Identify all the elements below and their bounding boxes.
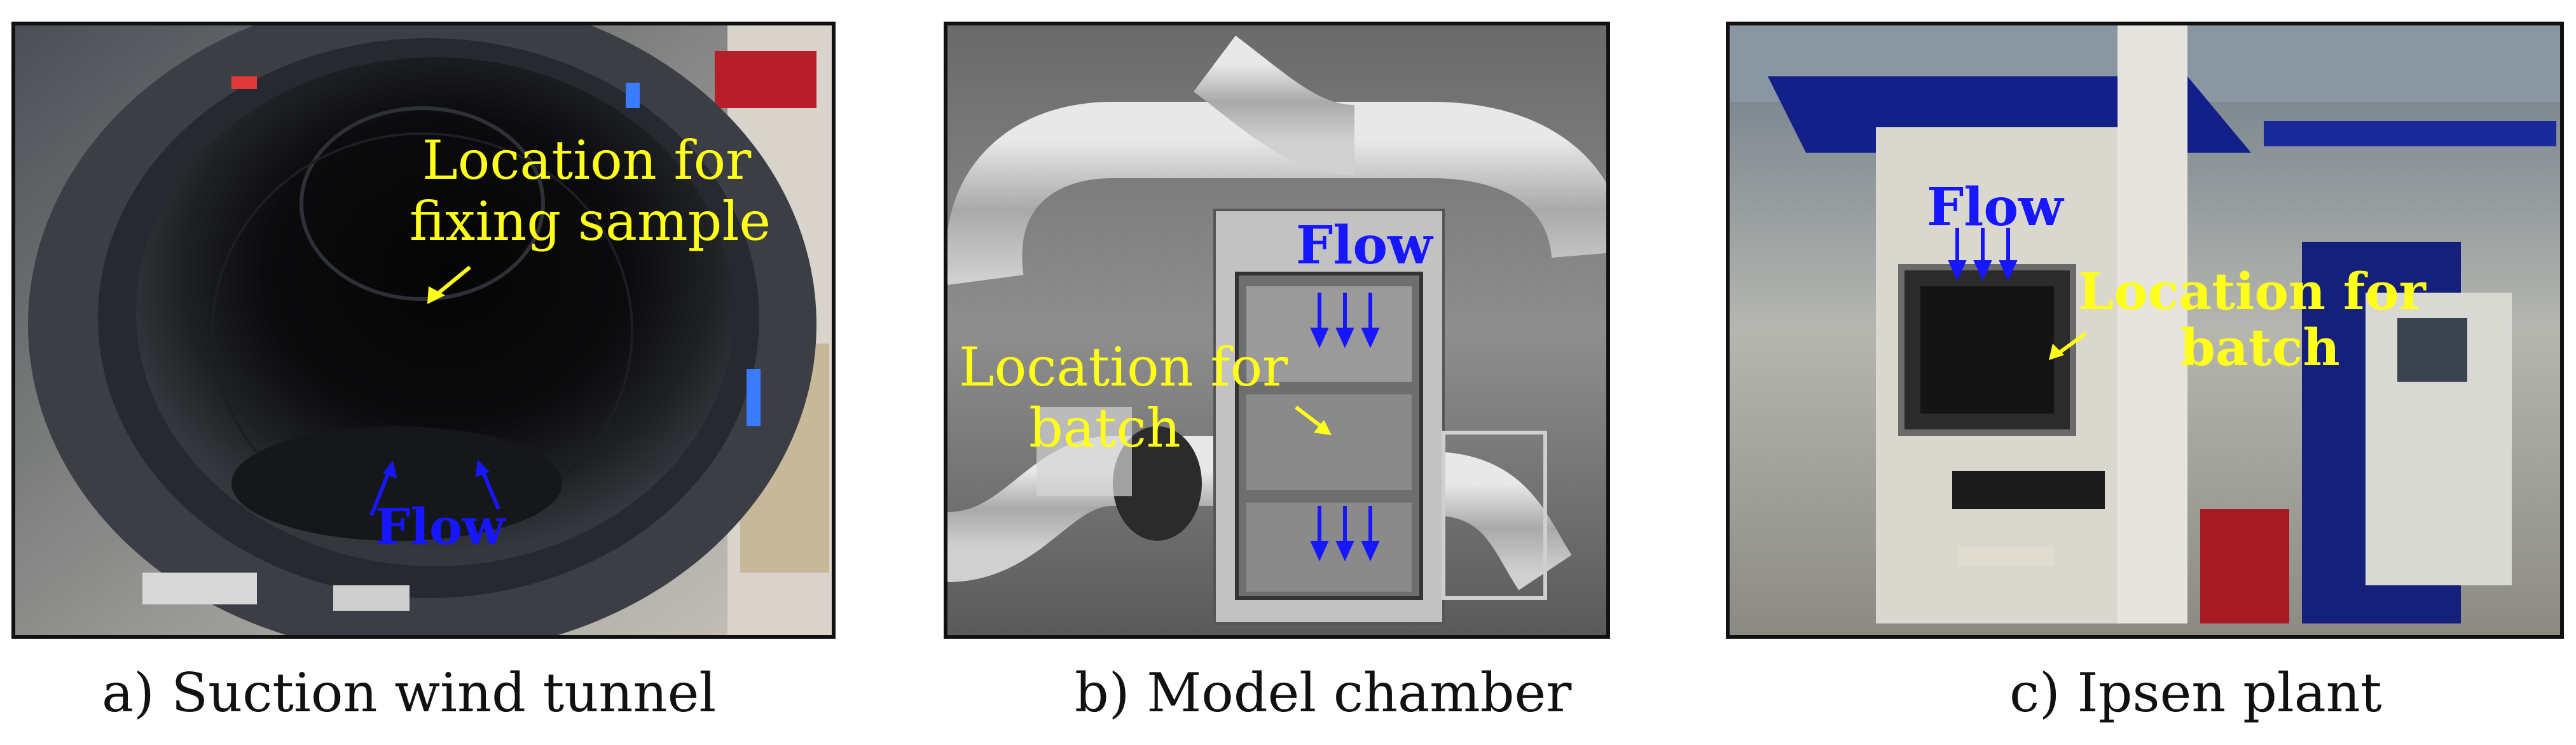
location-label: Location for fixing sample xyxy=(410,129,771,248)
location-label-line2: fixing sample xyxy=(410,190,771,253)
caption-suction-wind-tunnel: a) Suction wind tunnel xyxy=(102,662,717,724)
location-label-line1: Location for xyxy=(2078,261,2426,321)
suction-wind-tunnel-photo xyxy=(15,25,832,635)
location-label-line1: Location for xyxy=(422,129,752,191)
photo-panel-ipsen-plant: Flow Location for batch xyxy=(1726,22,2564,639)
location-label-line2: batch xyxy=(1029,397,1181,459)
flow-label: Flow xyxy=(1296,215,1433,276)
location-label: Location for batch xyxy=(2078,266,2426,373)
model-chamber-photo xyxy=(947,25,1606,635)
caption-ipsen-plant: c) Ipsen plant xyxy=(2009,662,2382,724)
flow-label: Flow xyxy=(375,498,506,556)
location-label: Location for batch xyxy=(959,340,1288,455)
location-label-line1: Location for xyxy=(959,336,1288,398)
ipsen-plant-photo xyxy=(1730,25,2560,635)
photo-panel-model-chamber: Flow Location for batch xyxy=(944,22,1610,639)
location-label-line2: batch xyxy=(2180,317,2340,377)
photo-panel-suction-wind-tunnel: Location for fixing sample Flow xyxy=(11,22,836,639)
caption-model-chamber: b) Model chamber xyxy=(1075,662,1572,724)
flow-label: Flow xyxy=(1927,177,2063,238)
